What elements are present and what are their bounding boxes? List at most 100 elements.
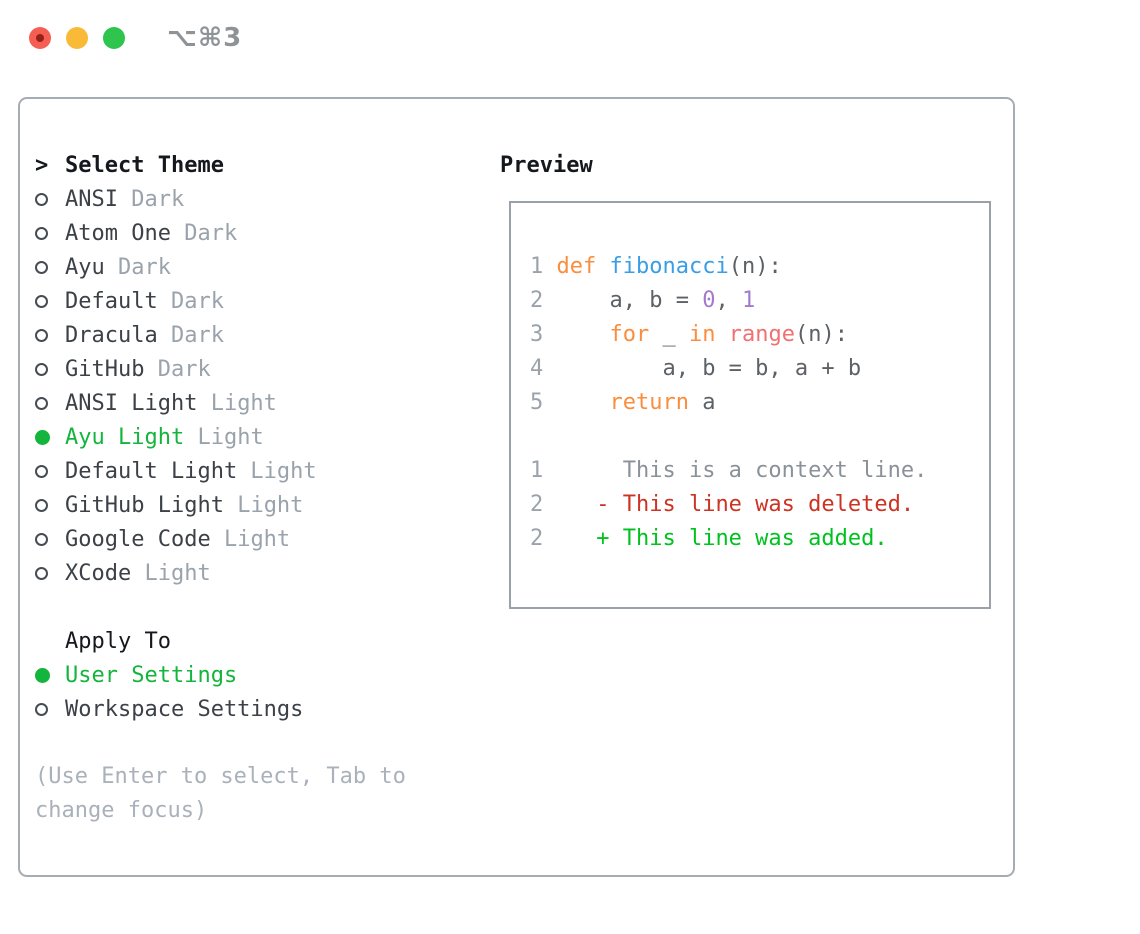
radio-icon[interactable]: [35, 226, 48, 240]
theme-option-variant: Dark: [157, 288, 224, 314]
theme-option[interactable]: Dracula Dark: [35, 318, 443, 352]
code-token-plain: ,: [715, 288, 742, 313]
code-token-plain: [715, 322, 728, 347]
theme-option[interactable]: ANSI Dark: [35, 182, 443, 216]
code-token-plain: [557, 390, 610, 415]
hint-text: (Use Enter to select, Tab to change focu…: [35, 764, 406, 823]
radio-icon[interactable]: [35, 192, 48, 206]
theme-option-label: GitHub Light: [65, 492, 224, 518]
code-token-plain: _: [649, 322, 689, 347]
theme-option[interactable]: GitHub Light Light: [35, 488, 443, 522]
theme-option-variant: Light: [223, 492, 304, 518]
theme-option[interactable]: Ayu Dark: [35, 250, 443, 284]
code-token-plain: (n):: [794, 322, 848, 347]
theme-option-variant: Light: [131, 560, 211, 586]
code-token-keyword: def: [556, 254, 597, 279]
theme-option-label: Google Code: [65, 526, 211, 552]
code-line: 5 return a: [530, 386, 927, 420]
code-token-plain: a, b =: [556, 288, 703, 313]
code-token-keyword: return: [609, 390, 689, 415]
theme-option[interactable]: Ayu Light Light: [35, 420, 443, 454]
code-token-keyword: in: [688, 322, 716, 347]
radio-icon[interactable]: [35, 294, 48, 308]
code-token-lineno: 2: [530, 526, 544, 551]
code-token-lineno: 2: [530, 492, 544, 517]
code-token-number: 0: [702, 288, 716, 313]
theme-option-label: Atom One: [65, 220, 171, 246]
theme-option-label: ANSI: [65, 186, 118, 212]
theme-option-label: GitHub: [65, 356, 145, 382]
code-line: [530, 420, 927, 454]
radio-icon[interactable]: [35, 396, 48, 410]
theme-option-label: Dracula: [65, 322, 158, 348]
code-line: 2 - This line was deleted.: [530, 488, 927, 522]
theme-option-label: Ayu Light: [65, 424, 185, 450]
theme-option-variant: Light: [184, 424, 264, 450]
theme-option-variant: Dark: [117, 186, 185, 212]
apply-to-header-row: Apply To: [35, 624, 443, 658]
code-line: 2 a, b = 0, 1: [530, 284, 927, 318]
code-token-plain: [543, 492, 596, 517]
radio-icon[interactable]: [35, 532, 48, 546]
minimize-button[interactable]: [66, 27, 88, 49]
theme-option-variant: Dark: [144, 356, 211, 382]
code-token-plain: (n):: [728, 254, 782, 279]
code-token-lineno: 1: [530, 458, 544, 483]
cursor-arrow-icon: >: [35, 152, 49, 178]
theme-option[interactable]: XCode Light: [35, 556, 443, 590]
code-token-deleted: - This line was deleted.: [596, 492, 915, 517]
code-token-lineno: 2: [530, 288, 557, 313]
radio-selected-icon[interactable]: [35, 429, 50, 445]
code-token-added: + This line was added.: [596, 526, 888, 551]
radio-icon[interactable]: [35, 566, 48, 580]
code-token-lineno: 5: [530, 390, 557, 415]
close-button[interactable]: [29, 27, 51, 49]
theme-option-label: Default Light: [65, 458, 238, 484]
radio-icon[interactable]: [35, 260, 48, 274]
code-token-lineno: 1: [530, 254, 557, 279]
theme-option[interactable]: Default Light Light: [35, 454, 443, 488]
theme-option-label: Default: [65, 288, 158, 314]
theme-option[interactable]: Atom One Dark: [35, 216, 443, 250]
code-token-plain: [543, 526, 596, 551]
radio-selected-icon[interactable]: [35, 667, 50, 683]
preview-header: Preview: [500, 152, 593, 178]
theme-option-label: Ayu: [65, 254, 105, 280]
theme-option[interactable]: Google Code Light: [35, 522, 443, 556]
theme-option[interactable]: ANSI Light Light: [35, 386, 443, 420]
code-line: 1 This is a context line.: [530, 454, 927, 488]
apply-to-option-label: Workspace Settings: [65, 696, 304, 722]
theme-option-variant: Light: [197, 390, 277, 416]
radio-icon[interactable]: [35, 464, 48, 478]
theme-option[interactable]: GitHub Dark: [35, 352, 443, 386]
code-token-lineno: 4: [530, 356, 557, 381]
code-token-function: fibonacci: [609, 254, 729, 279]
apply-to-option-label: User Settings: [65, 662, 238, 688]
code-line: 4 a, b = b, a + b: [530, 352, 927, 386]
code-line: 2 + This line was added.: [530, 522, 927, 556]
theme-list-header: > Select Theme: [35, 148, 443, 182]
zoom-button[interactable]: [103, 27, 125, 49]
apply-to-option[interactable]: Workspace Settings: [35, 692, 443, 726]
radio-icon[interactable]: [35, 498, 48, 512]
radio-icon[interactable]: [35, 362, 48, 376]
radio-icon[interactable]: [35, 328, 48, 342]
window-title: ⌥⌘3: [167, 23, 243, 53]
code-token-keyword: for: [609, 322, 650, 347]
apply-to-option[interactable]: User Settings: [35, 658, 443, 692]
code-token-lineno: 3: [530, 322, 557, 347]
radio-icon[interactable]: [35, 702, 48, 716]
code-token-context: This is a context line.: [543, 458, 928, 483]
code-token-number: 1: [741, 288, 756, 313]
code-token-plain: [557, 322, 610, 347]
code-line: 1 def fibonacci(n):: [530, 250, 927, 284]
code-token-plain: [596, 254, 609, 279]
theme-option-variant: Dark: [104, 254, 171, 280]
theme-option[interactable]: Default Dark: [35, 284, 443, 318]
theme-list-header-label: Select Theme: [65, 152, 224, 178]
